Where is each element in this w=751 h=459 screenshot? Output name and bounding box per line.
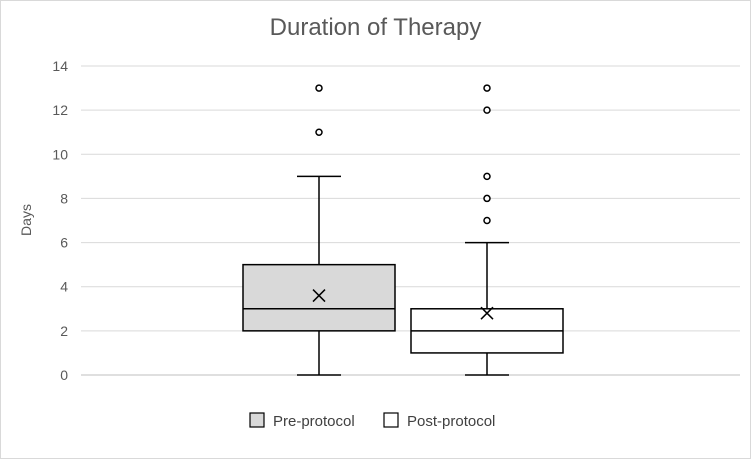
chart-title: Duration of Therapy (269, 14, 482, 41)
box-plot-post-protocol (410, 84, 564, 376)
y-tick-label: 6 (60, 235, 68, 251)
legend-label: Post-protocol (407, 413, 495, 430)
y-tick-label: 12 (52, 102, 68, 118)
outlier-point (483, 84, 491, 92)
iqr-box (242, 263, 396, 332)
y-tick-label: 2 (60, 323, 68, 339)
legend-label: Pre-protocol (273, 413, 355, 430)
y-tick-label: 10 (52, 146, 68, 162)
y-axis-title: Days (18, 204, 34, 236)
y-tick-label: 14 (52, 58, 68, 74)
outlier-point (483, 172, 491, 181)
y-tick-labels: 0 2 4 6 8 10 12 14 (52, 58, 68, 383)
outlier-point (483, 194, 491, 203)
mean-marker-stroke (312, 289, 326, 303)
outlier-point (483, 106, 491, 114)
legend-swatch (383, 412, 399, 428)
mean-marker-stroke (480, 306, 494, 320)
outlier-point (315, 128, 323, 136)
y-tick-label: 8 (60, 190, 68, 206)
outlier-point (315, 84, 323, 92)
outlier-point (483, 216, 491, 225)
mean-marker (480, 306, 494, 320)
box-plots (242, 84, 564, 376)
y-tick-label: 0 (60, 367, 68, 383)
legend-swatch (249, 412, 265, 428)
box-plot-pre-protocol (242, 84, 396, 376)
mean-marker (312, 289, 326, 303)
gridlines (81, 65, 740, 376)
legend: Pre-protocol Post-protocol (249, 412, 495, 430)
y-tick-label: 4 (60, 279, 68, 295)
